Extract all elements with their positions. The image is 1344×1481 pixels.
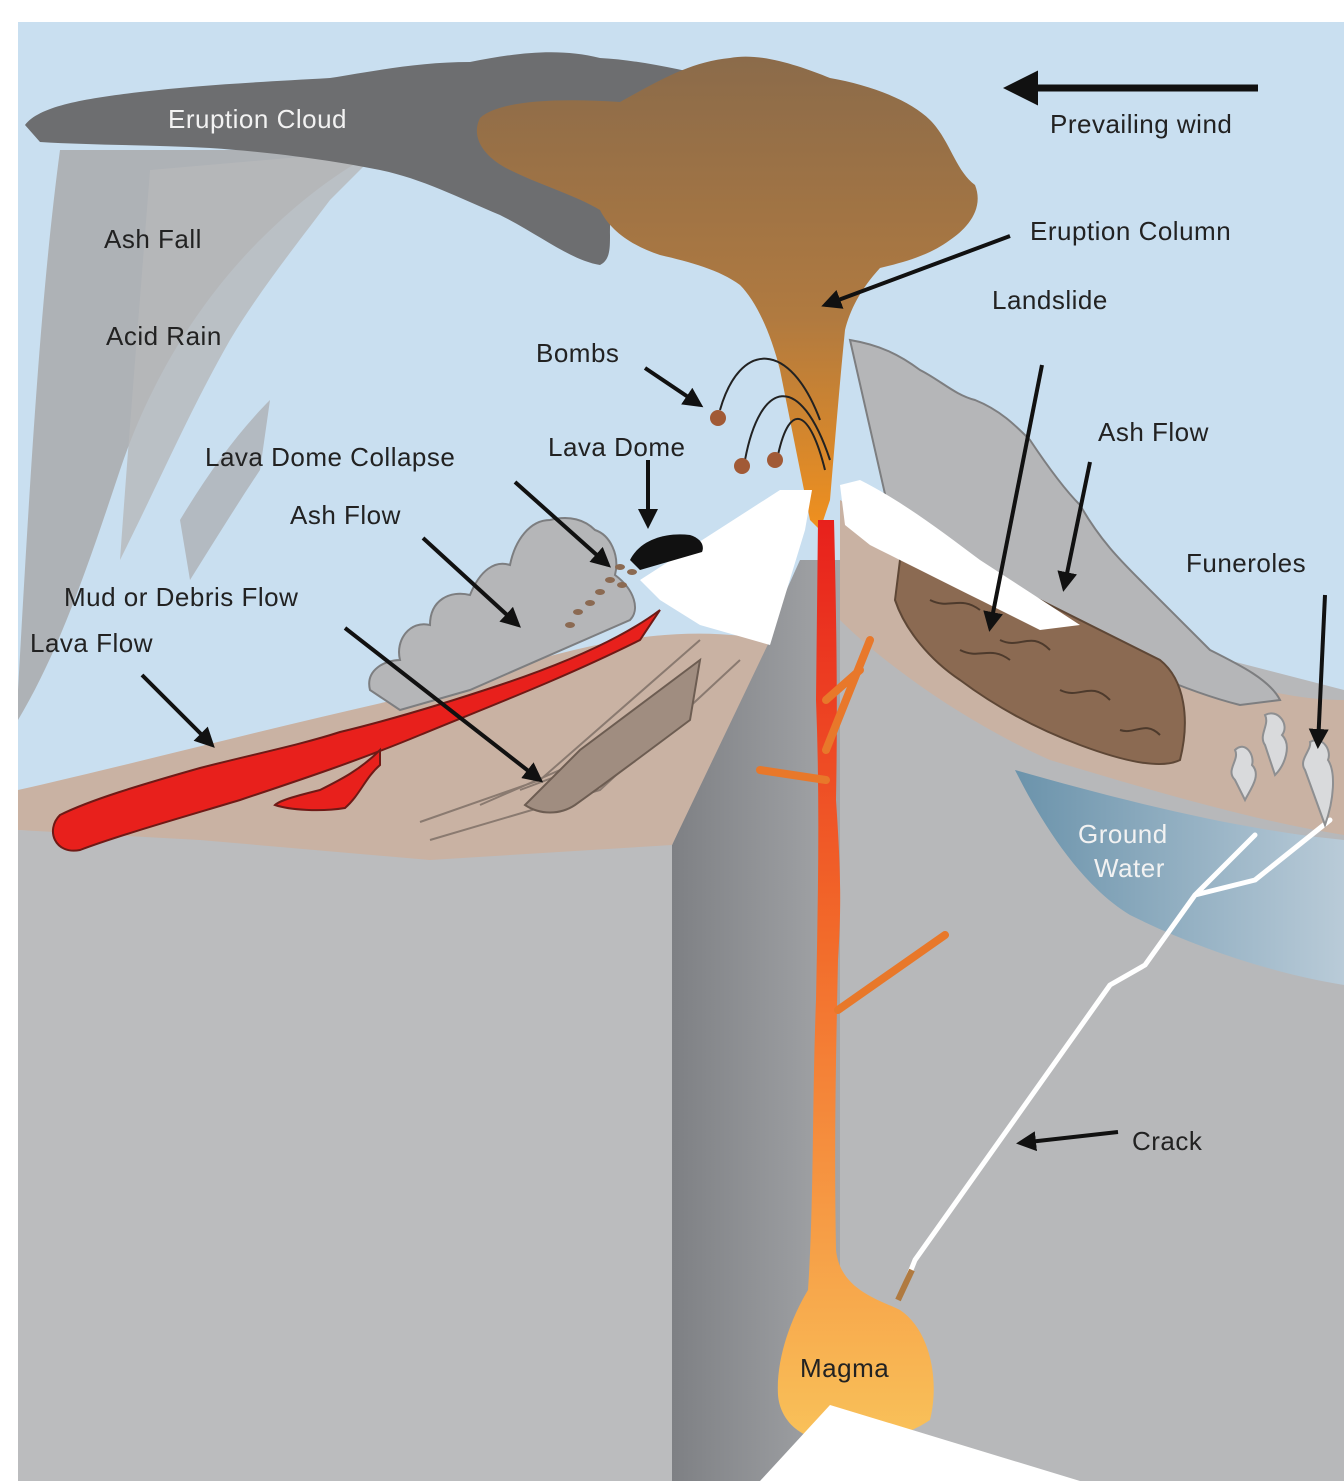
label-ash-fall: Ash Fall xyxy=(104,224,202,254)
label-ash-flow-right: Ash Flow xyxy=(1098,417,1209,447)
label-lava-dome: Lava Dome xyxy=(548,432,685,462)
label-lava-flow: Lava Flow xyxy=(30,628,153,658)
label-eruption-column: Eruption Column xyxy=(1030,216,1231,246)
label-crack: Crack xyxy=(1132,1126,1203,1156)
ground-block-left xyxy=(18,830,672,1481)
label-funeroles: Funeroles xyxy=(1186,548,1306,578)
label-eruption-cloud: Eruption Cloud xyxy=(168,104,347,134)
label-ground-water-line2: Water xyxy=(1094,853,1165,883)
label-magma: Magma xyxy=(800,1353,889,1383)
label-lava-dome-collapse: Lava Dome Collapse xyxy=(205,442,455,472)
label-ground-water-line1: Ground xyxy=(1078,819,1168,849)
label-ash-flow-left: Ash Flow xyxy=(290,500,401,530)
label-mud-or-debris-flow: Mud or Debris Flow xyxy=(64,582,298,612)
label-prevailing-wind: Prevailing wind xyxy=(1050,109,1232,139)
label-acid-rain: Acid Rain xyxy=(106,321,222,351)
label-bombs: Bombs xyxy=(536,338,619,368)
label-landslide: Landslide xyxy=(992,285,1108,315)
